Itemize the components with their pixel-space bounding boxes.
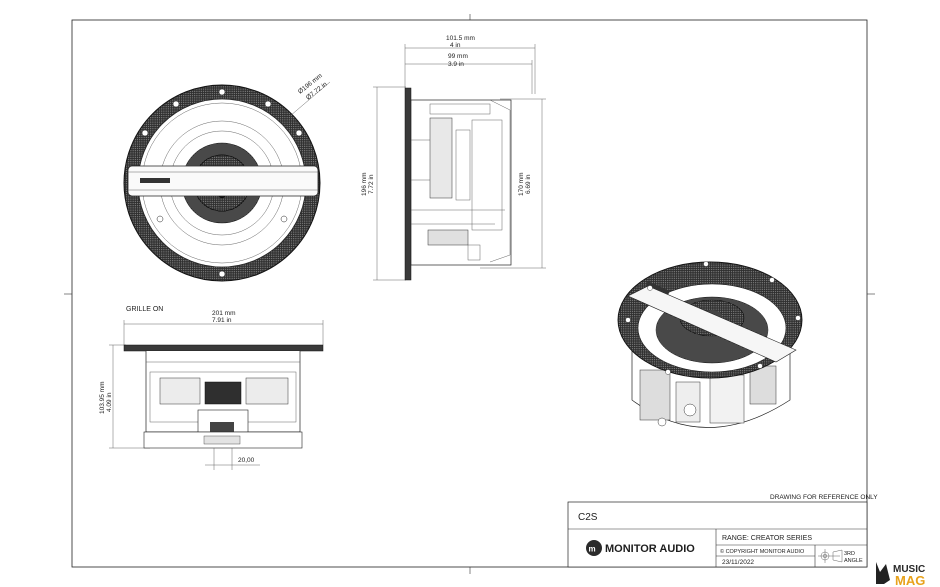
projection-symbol — [818, 549, 843, 563]
model-name: C2S — [578, 512, 598, 523]
watermark-line2: MAG — [895, 573, 925, 587]
side-depth-outer-in: 4 in — [450, 42, 461, 49]
sheet-border — [64, 14, 875, 574]
grille-view: GRILLE ON 201 mm 7.91 in 103.95 mm 4.09 … — [99, 306, 324, 470]
brand-logo: m MONITOR AUDIO — [586, 540, 695, 556]
grille-height-in: 4.09 in — [106, 392, 113, 412]
copyright-text: © COPYRIGHT MONITOR AUDIO — [720, 548, 805, 555]
side-depth-inner-in: 3.9 in — [448, 61, 464, 68]
projection-top: 3RD — [844, 551, 855, 557]
grille-label: GRILLE ON — [126, 306, 163, 313]
range-label: RANGE: CREATOR SERIES — [722, 535, 812, 542]
side-height-outer-mm: 196 mm — [361, 173, 368, 196]
reference-note: DRAWING FOR REFERENCE ONLY — [770, 494, 878, 501]
grille-width-mm: 201 mm — [212, 310, 235, 317]
isometric-view — [617, 261, 803, 428]
brand-name: MONITOR AUDIO — [605, 543, 695, 555]
front-view: Ø196 mm Ø7.72 in — [123, 72, 331, 282]
grille-terminal-offset: 20,00 — [238, 457, 255, 464]
svg-text:m: m — [589, 545, 596, 554]
title-block: DRAWING FOR REFERENCE ONLY C2S m MONITOR… — [567, 494, 878, 568]
side-depth-inner-mm: 99 mm — [448, 53, 468, 60]
grille-height-mm: 103.95 mm — [99, 381, 106, 414]
side-height-inner-mm: 170 mm — [518, 173, 525, 196]
side-height-outer-in: 7.72 in — [368, 174, 375, 194]
musicmag-watermark: MUSIC MAG — [876, 562, 925, 587]
side-view: 101.5 mm 4 in 99 mm 3.9 in 196 mm 7.72 i… — [361, 35, 546, 281]
grille-width-in: 7.91 in — [212, 317, 232, 324]
projection-bottom: ANGLE — [844, 558, 863, 564]
side-height-inner-in: 6.69 in — [525, 174, 532, 194]
watermark-line1: MUSIC — [893, 564, 925, 575]
drawing-date: 23/11/2022 — [722, 559, 754, 566]
side-depth-outer-mm: 101.5 mm — [446, 35, 475, 42]
